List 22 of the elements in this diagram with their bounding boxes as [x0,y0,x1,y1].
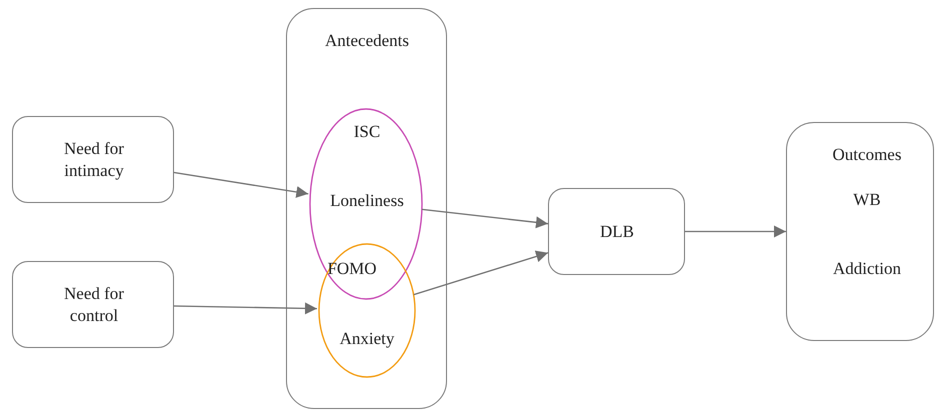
arrow [174,172,308,198]
node-label: Need for intimacy [63,138,125,182]
node-label: Addiction [832,258,902,280]
rounded-box [548,188,685,275]
node-label: Loneliness [329,190,405,212]
node-label: Need for control [63,282,125,327]
node-label: ISC [352,120,382,143]
arrow [422,208,548,228]
ellipse-node [309,108,423,300]
arrow [414,250,548,296]
rounded-box [786,122,934,341]
rounded-box [12,261,174,348]
ellipse-node [318,243,416,378]
rounded-box [12,116,174,203]
box-heading: Outcomes [832,144,902,166]
node-label: Antecedents [324,30,410,52]
rounded-box [286,8,447,409]
arrow [174,302,318,314]
arrow [685,226,786,238]
node-label: DLB [599,220,635,243]
node-label: Anxiety [338,328,396,350]
node-label: WB [852,188,882,211]
